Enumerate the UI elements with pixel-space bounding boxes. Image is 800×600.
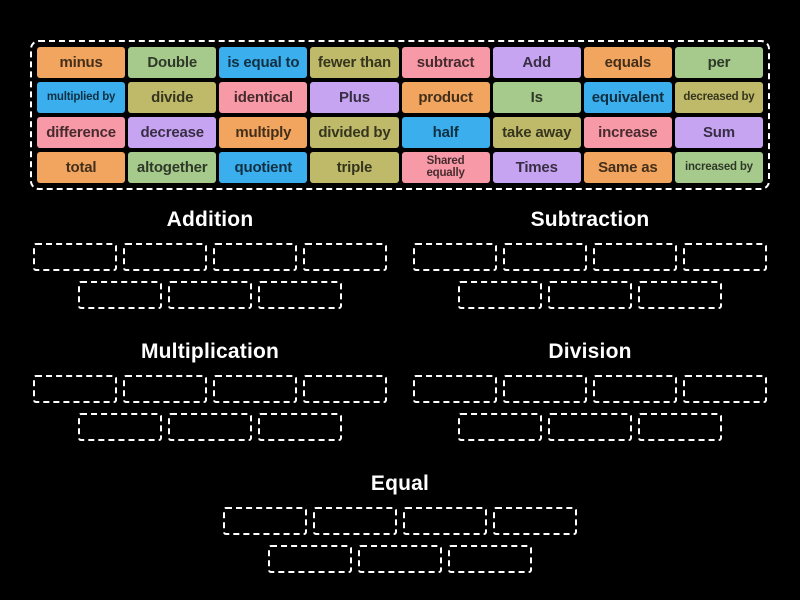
slot-row (78, 413, 342, 441)
word-tile-subtract[interactable]: subtract (401, 47, 490, 78)
category-title-subtraction: Subtraction (530, 208, 650, 231)
slot-row (413, 243, 767, 271)
drop-slot-subtraction-4[interactable] (683, 243, 767, 271)
drop-slot-addition-7[interactable] (258, 281, 342, 309)
slot-row (33, 243, 387, 271)
drop-slot-division-5[interactable] (458, 413, 542, 441)
drop-slot-addition-6[interactable] (168, 281, 252, 309)
word-tile-divided-by[interactable]: divided by (310, 117, 399, 148)
word-tile-increased-by[interactable]: increased by (674, 152, 763, 183)
drop-slot-subtraction-1[interactable] (413, 243, 497, 271)
slot-row (33, 375, 387, 403)
drop-slot-addition-4[interactable] (303, 243, 387, 271)
drop-slot-division-3[interactable] (593, 375, 677, 403)
slot-row (413, 375, 767, 403)
drop-slot-division-4[interactable] (683, 375, 767, 403)
drop-slot-division-1[interactable] (413, 375, 497, 403)
word-tile-decrease[interactable]: decrease (128, 117, 217, 148)
drop-slot-equal-4[interactable] (493, 507, 577, 535)
drop-slot-multiplication-4[interactable] (303, 375, 387, 403)
category-title-equal: Equal (370, 472, 430, 495)
word-tile-minus[interactable]: minus (37, 47, 126, 78)
drop-slot-addition-2[interactable] (123, 243, 207, 271)
drop-slot-division-6[interactable] (548, 413, 632, 441)
slot-row (223, 507, 577, 535)
word-tile-decreased-by[interactable]: decreased by (674, 82, 763, 113)
word-tile-per[interactable]: per (674, 47, 763, 78)
drop-slot-addition-3[interactable] (213, 243, 297, 271)
word-tile-quotient[interactable]: quotient (219, 152, 308, 183)
drop-slot-subtraction-5[interactable] (458, 281, 542, 309)
category-title-multiplication: Multiplication (140, 340, 280, 363)
category-subtraction: Subtraction (400, 208, 780, 319)
word-tile-divide[interactable]: divide (128, 82, 217, 113)
word-tile-is-equal-to[interactable]: is equal to (219, 47, 308, 78)
drop-slot-equal-3[interactable] (403, 507, 487, 535)
word-tile-product[interactable]: product (401, 82, 490, 113)
drop-slot-equal-7[interactable] (448, 545, 532, 573)
word-tile-half[interactable]: half (401, 117, 490, 148)
word-tile-difference[interactable]: difference (37, 117, 126, 148)
category-sections: Addition Subtraction Multiplication Divisi… (0, 208, 800, 600)
word-tile-is[interactable]: Is (492, 82, 581, 113)
category-row-1: Addition Subtraction (0, 208, 800, 319)
category-row-3: Equal (0, 472, 800, 583)
word-tile-increase[interactable]: increase (583, 117, 672, 148)
slot-row (78, 281, 342, 309)
word-tile-same-as[interactable]: Same as (583, 152, 672, 183)
drop-slot-multiplication-1[interactable] (33, 375, 117, 403)
category-equal: Equal (190, 472, 610, 583)
category-row-2: Multiplication Division (0, 340, 800, 451)
drop-slot-multiplication-2[interactable] (123, 375, 207, 403)
word-tile-total[interactable]: total (37, 152, 126, 183)
drop-slot-equal-1[interactable] (223, 507, 307, 535)
drop-slot-equal-2[interactable] (313, 507, 397, 535)
word-tile-identical[interactable]: identical (219, 82, 308, 113)
word-tile-equivalent[interactable]: equivalent (583, 82, 672, 113)
word-tile-multiply[interactable]: multiply (219, 117, 308, 148)
drop-slot-equal-6[interactable] (358, 545, 442, 573)
category-division: Division (400, 340, 780, 451)
word-tile-add[interactable]: Add (492, 47, 581, 78)
drop-slot-division-7[interactable] (638, 413, 722, 441)
word-tile-altogether[interactable]: altogether (128, 152, 217, 183)
word-tile-sum[interactable]: Sum (674, 117, 763, 148)
slot-row (458, 281, 722, 309)
drop-slot-multiplication-3[interactable] (213, 375, 297, 403)
drop-slot-addition-5[interactable] (78, 281, 162, 309)
word-tile-times[interactable]: Times (492, 152, 581, 183)
word-tile-double[interactable]: Double (128, 47, 217, 78)
category-multiplication: Multiplication (20, 340, 400, 451)
category-title-addition: Addition (166, 208, 254, 231)
category-addition: Addition (20, 208, 400, 319)
word-tile-equals[interactable]: equals (583, 47, 672, 78)
word-tile-take-away[interactable]: take away (492, 117, 581, 148)
drop-slot-multiplication-6[interactable] (168, 413, 252, 441)
slot-row (458, 413, 722, 441)
word-tile-fewer-than[interactable]: fewer than (310, 47, 399, 78)
drop-slot-subtraction-6[interactable] (548, 281, 632, 309)
drop-slot-subtraction-2[interactable] (503, 243, 587, 271)
word-tile-shared-equally[interactable]: Shared equally (401, 152, 490, 183)
drop-slot-addition-1[interactable] (33, 243, 117, 271)
drop-slot-multiplication-5[interactable] (78, 413, 162, 441)
drop-slot-equal-5[interactable] (268, 545, 352, 573)
drop-slot-division-2[interactable] (503, 375, 587, 403)
drop-slot-subtraction-3[interactable] (593, 243, 677, 271)
word-tile-plus[interactable]: Plus (310, 82, 399, 113)
drop-slot-subtraction-7[interactable] (638, 281, 722, 309)
word-tile-multiplied-by[interactable]: multiplied by (37, 82, 126, 113)
drop-slot-multiplication-7[interactable] (258, 413, 342, 441)
category-title-division: Division (548, 340, 632, 363)
slot-row (268, 545, 532, 573)
word-tile-triple[interactable]: triple (310, 152, 399, 183)
